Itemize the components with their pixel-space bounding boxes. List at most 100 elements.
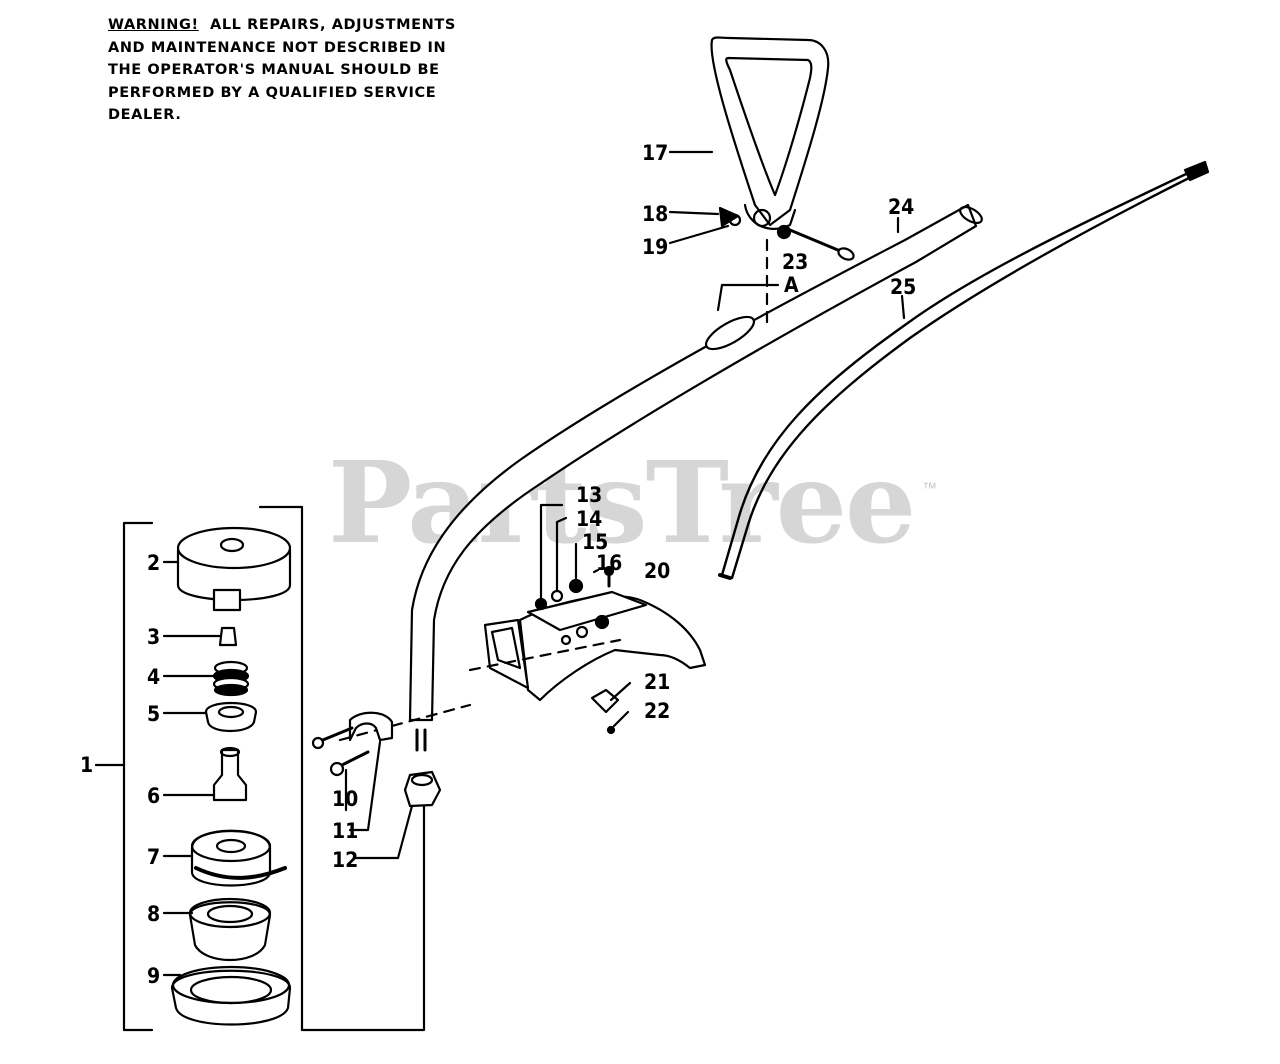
nut-3 — [218, 626, 238, 647]
deflector-bracket — [490, 626, 522, 670]
drive-cable-tip — [1183, 160, 1210, 182]
spindle-6-top — [219, 746, 241, 758]
handle-clamp-hole — [752, 208, 772, 228]
callout-10: 10 — [332, 787, 358, 811]
callout-24: 24 — [888, 195, 914, 219]
nut-13 — [534, 597, 548, 611]
screw-20-head — [603, 565, 615, 577]
leader-13 — [539, 503, 564, 600]
shaft-end — [415, 728, 427, 752]
clamp-11 — [348, 711, 394, 742]
deflector-nut-2 — [575, 625, 589, 639]
bolt-10a — [316, 726, 354, 744]
handle-clamp — [743, 203, 797, 230]
spool-7-line — [194, 866, 287, 880]
ring-9 — [170, 969, 292, 1026]
bolt-10b-head — [329, 761, 345, 777]
deflector-mount — [483, 618, 530, 690]
warning-line-1: WARNING! ALL REPAIRS, ADJUSTMENTS — [108, 14, 488, 37]
callout-17: 17 — [642, 141, 668, 165]
warning-line-4: PERFORMED BY A QUALIFIED SERVICE — [108, 84, 437, 101]
callout-14: 14 — [576, 507, 602, 531]
nut-12 — [403, 770, 442, 808]
nut-15 — [568, 578, 584, 594]
leader-21 — [609, 681, 632, 702]
screw-22 — [606, 725, 616, 735]
bolt-23 — [788, 228, 847, 255]
callout-12: 12 — [332, 848, 358, 872]
callout-9: 9 — [147, 964, 160, 988]
callout-13: 13 — [576, 483, 602, 507]
callout-15: 15 — [582, 530, 608, 554]
callout-4: 4 — [147, 665, 160, 689]
callout-25: 25 — [890, 275, 916, 299]
handle-outer — [710, 36, 830, 227]
shaft-tube — [408, 203, 978, 722]
warning-note: WARNING! ALL REPAIRS, ADJUSTMENTS AND MA… — [108, 14, 488, 127]
callout-20: 20 — [644, 559, 670, 583]
deflector-plate — [526, 590, 648, 632]
callout-18: 18 — [642, 202, 668, 226]
cover-2-hub — [219, 537, 245, 553]
assembly-bracket — [122, 521, 154, 1032]
assembly-bracket-right — [258, 505, 426, 1032]
leader-14 — [555, 516, 568, 592]
housing-8 — [188, 901, 272, 962]
assembly-line-main — [338, 703, 472, 742]
leader-22 — [612, 710, 630, 728]
bolt-10a-head — [311, 736, 325, 750]
leader-A — [716, 283, 780, 312]
warning-line-3: THE OPERATOR'S MANUAL SHOULD BE — [108, 62, 440, 78]
spring-4 — [212, 660, 250, 697]
assembly-line-deflector — [468, 638, 622, 672]
leader-16 — [592, 568, 600, 574]
partstree-watermark: PartsTree — [328, 438, 916, 569]
callout-16: 16 — [596, 551, 622, 575]
drive-cable — [720, 163, 1207, 577]
callout-1: 1 — [80, 753, 93, 777]
callout-19: 19 — [642, 235, 668, 259]
washer-19 — [728, 213, 742, 227]
callout-23: 23 — [782, 250, 808, 274]
leader-18 — [668, 210, 720, 216]
callout-21: 21 — [644, 670, 670, 694]
callout-A: A — [784, 273, 799, 297]
callout-8: 8 — [147, 902, 160, 926]
cover-2-tab — [212, 588, 242, 612]
leader-25 — [900, 294, 906, 320]
drive-cable-outer — [730, 173, 1197, 580]
drive-cable-end — [718, 573, 732, 580]
ring-9-inner — [189, 975, 273, 1005]
deflector-nut-3 — [560, 634, 572, 646]
bolt-23-head — [837, 247, 855, 261]
washer-5-hole — [217, 705, 245, 719]
shaft-tube-end — [959, 205, 983, 225]
wing-nut — [718, 206, 740, 228]
leader-19 — [668, 224, 730, 245]
nut-12-top — [410, 773, 434, 787]
warning-lead: WARNING! — [108, 17, 199, 33]
cover-2-top — [176, 526, 292, 570]
leader-11 — [348, 740, 382, 832]
callout-7: 7 — [147, 845, 160, 869]
leader-12 — [352, 804, 414, 860]
spindle-6 — [212, 748, 248, 802]
bolt-23-nut — [776, 224, 792, 240]
handle-inner — [725, 56, 813, 197]
callout-3: 3 — [147, 625, 160, 649]
hole-A — [704, 315, 756, 351]
callout-5: 5 — [147, 702, 160, 726]
callout-6: 6 — [147, 784, 160, 808]
callout-11: 11 — [332, 819, 358, 843]
blade-21 — [590, 688, 620, 714]
housing-8-inner — [206, 904, 254, 924]
deflector-nut-1 — [594, 614, 610, 630]
trademark-symbol: ™ — [922, 480, 937, 497]
warning-line-1-rest: ALL REPAIRS, ADJUSTMENTS — [210, 17, 456, 33]
callout-22: 22 — [644, 699, 670, 723]
warning-line-5: DEALER. — [108, 107, 182, 123]
nut-14 — [550, 589, 564, 603]
callout-2: 2 — [147, 551, 160, 575]
